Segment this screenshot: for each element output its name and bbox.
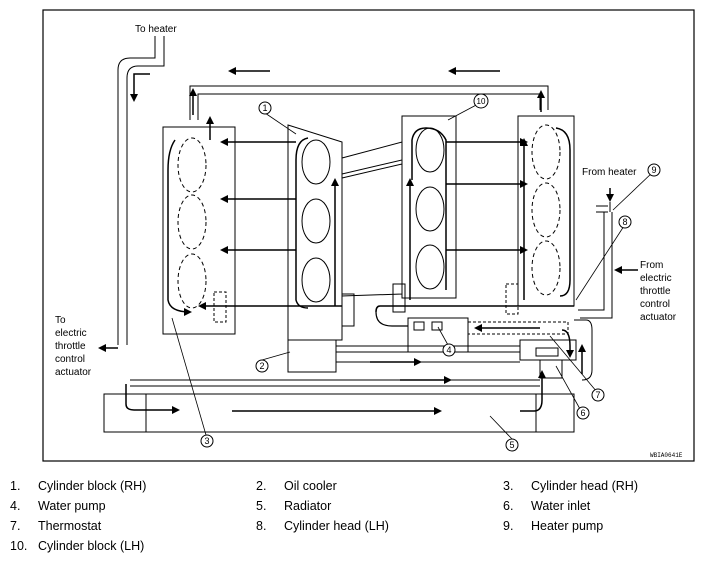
legend-item: 5.Radiator — [256, 499, 332, 513]
svg-text:10: 10 — [477, 97, 486, 106]
cylinder-block-rh — [287, 124, 355, 341]
svg-text:From: From — [640, 260, 663, 271]
flow-arrows-lh — [446, 138, 528, 254]
water-inlet — [539, 359, 563, 379]
label-to-etc: To electric throttle control actuator — [55, 315, 92, 378]
crossover-passage — [341, 163, 403, 297]
svg-text:electric: electric — [640, 273, 672, 284]
label-from-etc: From electric throttle control actuator — [640, 260, 677, 323]
svg-text:throttle: throttle — [640, 286, 671, 297]
cylinder-head-rh — [162, 116, 236, 335]
oil-cooler — [287, 339, 337, 373]
heater-loop — [117, 36, 549, 345]
diagram-frame — [42, 9, 695, 462]
callout-1: 1 — [258, 101, 272, 115]
svg-text:5: 5 — [509, 440, 514, 450]
svg-text:throttle: throttle — [55, 341, 86, 352]
callout-5: 5 — [505, 438, 519, 452]
return-gallery — [375, 305, 574, 313]
svg-text:1: 1 — [262, 103, 267, 113]
callout-10: 10 — [473, 93, 489, 109]
lower-lines — [130, 345, 540, 387]
leader-lines — [171, 102, 654, 440]
cooling-circuit-diagram: To heater From heater To electric thrott… — [42, 9, 695, 462]
legend: 1.Cylinder block (RH) 2.Oil cooler 3.Cyl… — [0, 476, 718, 563]
legend-item: 7.Thermostat — [10, 519, 102, 533]
flow-arrow — [561, 329, 574, 358]
cylinder-block-lh — [392, 115, 457, 313]
crossover-passage — [341, 141, 403, 175]
callout-6: 6 — [576, 406, 590, 420]
flow-arrows-rh — [220, 138, 296, 254]
label-from-heater: From heater — [582, 167, 637, 178]
flow-arrow — [130, 73, 150, 102]
svg-text:3: 3 — [204, 436, 209, 446]
legend-item: 3.Cylinder head (RH) — [503, 479, 638, 493]
legend-item: 10.Cylinder block (LH) — [10, 539, 145, 553]
label-to-heater: To heater — [135, 24, 177, 35]
legend-item: 6.Water inlet — [503, 499, 591, 513]
svg-text:To: To — [55, 315, 66, 326]
svg-text:4: 4 — [446, 345, 451, 355]
heater-pump-feed — [578, 202, 613, 319]
callout-7: 7 — [591, 388, 605, 402]
svg-text:7: 7 — [595, 390, 600, 400]
svg-text:6: 6 — [580, 408, 585, 418]
figure-code: WBIA0641E — [650, 452, 683, 459]
bypass-passage — [467, 321, 569, 335]
svg-text:actuator: actuator — [55, 367, 92, 378]
legend-item: 2.Oil cooler — [256, 479, 337, 493]
svg-text:8: 8 — [622, 217, 627, 227]
svg-text:9: 9 — [651, 165, 656, 175]
legend-item: 8.Cylinder head (LH) — [256, 519, 389, 533]
water-pump — [375, 311, 469, 353]
callout-8: 8 — [618, 215, 632, 229]
svg-text:2: 2 — [259, 361, 264, 371]
callout-2: 2 — [255, 359, 269, 373]
callout-4: 4 — [442, 343, 456, 357]
callout-9: 9 — [647, 163, 661, 177]
radiator — [103, 370, 575, 433]
svg-text:electric: electric — [55, 328, 87, 339]
legend-item: 1.Cylinder block (RH) — [10, 479, 147, 493]
svg-text:control: control — [55, 354, 85, 365]
svg-text:control: control — [640, 299, 670, 310]
cylinder-head-lh — [505, 115, 575, 315]
legend-item: 4.Water pump — [10, 499, 106, 513]
inlet-pipe — [574, 319, 593, 381]
legend-item: 9.Heater pump — [503, 519, 604, 533]
svg-text:actuator: actuator — [640, 312, 677, 323]
callout-3: 3 — [200, 434, 214, 448]
